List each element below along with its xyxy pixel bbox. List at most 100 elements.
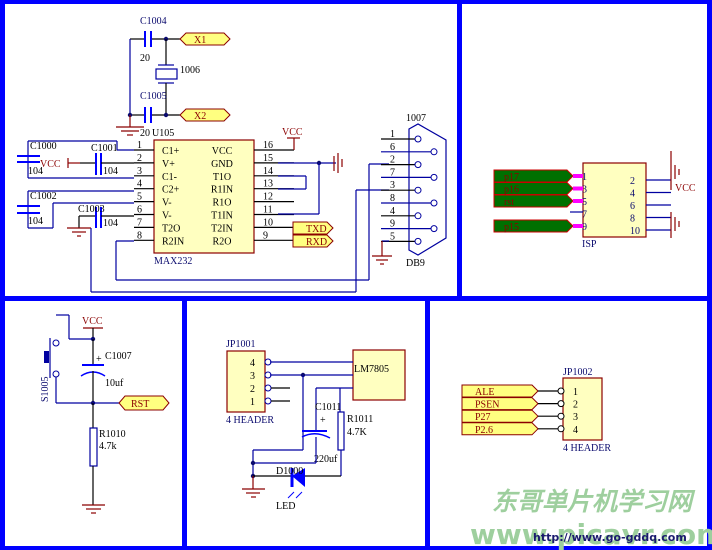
max232-pin-number: 6 <box>137 205 142 216</box>
max232-pin-number: 16 <box>263 140 273 151</box>
isp-port-label: rst <box>504 197 514 208</box>
max232-pin-number: 8 <box>137 230 142 241</box>
c1007-polarity: + <box>96 354 102 365</box>
port-x1-label: X1 <box>194 35 206 46</box>
crystal-circuit: C1004 20 1006 C1005 20 U105 X1 X2 <box>116 16 231 139</box>
max232-pin-name: V- <box>162 198 172 209</box>
max232-pin-name: T1O <box>213 172 231 183</box>
max232-pin-name: C2+ <box>162 185 180 196</box>
lm7805-chip <box>352 349 406 401</box>
max232-pin-number: 12 <box>263 192 273 203</box>
max232-pin-number: 1 <box>137 140 142 151</box>
isp-pin-number: 8 <box>630 214 635 225</box>
r1011-value: 4.7K <box>347 427 368 438</box>
port-rxd <box>292 234 334 248</box>
crystal-body <box>155 68 178 80</box>
c1007-ref: C1007 <box>105 351 132 362</box>
isp-vcc-label: VCC <box>675 183 696 194</box>
max232-pin-number: 14 <box>263 166 273 177</box>
jp1002-pin-number: 1 <box>573 387 578 398</box>
isp-pin-number: 1 <box>582 172 587 183</box>
max232-pin-name: T2O <box>162 223 180 234</box>
isp-port-label: p16 <box>504 185 519 196</box>
db9-pin-number: 6 <box>390 142 395 153</box>
watermark: 东哥单片机学习网 www.picavr.com http://www.go-gd… <box>470 487 712 550</box>
max232-pin-number: 10 <box>263 217 273 228</box>
watermark-title: 东哥单片机学习网 <box>492 487 696 516</box>
db9-pin-number: 9 <box>390 219 395 230</box>
c1011-ref: C1011 <box>315 402 341 413</box>
c1000-ref: C1000 <box>30 141 57 152</box>
c1007-value: 10uf <box>105 378 124 389</box>
isp-port-label: p15 <box>504 222 519 233</box>
max232-pin-number: 2 <box>137 153 142 164</box>
max232-pin-name: R1O <box>213 198 232 209</box>
port-txd <box>292 221 334 235</box>
jp1001-pin-number: 1 <box>250 397 255 408</box>
r1010-value: 4.7k <box>99 441 117 452</box>
max232-pin-number: 15 <box>263 153 273 164</box>
r1011-ref: R1011 <box>347 414 373 425</box>
jp1002-port-label: ALE <box>475 387 494 398</box>
db9-pin-number: 8 <box>390 193 395 204</box>
jp1001-body <box>226 350 266 413</box>
jp1001-pin-number: 2 <box>250 384 255 395</box>
reset-vcc-label: VCC <box>82 316 103 327</box>
watermark-url: http://www.go-gddq.com <box>533 531 687 544</box>
jp1002-port-ALE <box>461 384 539 398</box>
lm7805-part: LM7805 <box>354 364 389 375</box>
max232-pin-number: 7 <box>137 217 142 228</box>
max232-part: MAX232 <box>154 256 192 267</box>
db9-ref: 1007 <box>406 113 426 124</box>
max232-pin-number: 3 <box>137 166 142 177</box>
r1010-body <box>89 427 98 467</box>
jp1002-port-PSEN <box>461 397 539 411</box>
max232-pin-name: GND <box>211 159 233 170</box>
isp-port-p16 <box>493 182 574 195</box>
isp-chip <box>582 162 647 238</box>
c1005-value: 20 <box>140 128 150 139</box>
c1001-ref: C1001 <box>91 143 118 154</box>
db9-pin-number: 5 <box>390 231 395 242</box>
max232-pin-name: V- <box>162 211 172 222</box>
c1001-vcc-label: VCC <box>40 159 61 170</box>
jp1001-part: 4 HEADER <box>226 415 274 426</box>
port-rst <box>118 395 170 411</box>
jp1002-body <box>562 377 603 441</box>
c1011-value: 220uf <box>314 454 338 465</box>
max232-ref: U105 <box>152 128 174 139</box>
max232-pin-number: 5 <box>137 192 142 203</box>
c1000-value: 104 <box>28 166 43 177</box>
c1001-value: 104 <box>103 166 118 177</box>
jp1002-port-label: PSEN <box>475 400 499 411</box>
max232-pin-number: 4 <box>137 179 142 190</box>
max232-pin-name: R2IN <box>162 236 184 247</box>
c1002-ref: C1002 <box>30 191 57 202</box>
db9-pin-number: 2 <box>390 155 395 166</box>
c1003-value: 104 <box>103 218 118 229</box>
isp-pin-number: 3 <box>582 185 587 196</box>
c1004-value: 20 <box>140 53 150 64</box>
port-rxd-label: RXD <box>306 237 327 248</box>
db9-pin-number: 3 <box>390 180 395 191</box>
isp-port-label: p17 <box>504 172 519 183</box>
c1005-ref: C1005 <box>140 91 167 102</box>
switch-ref: S1005 <box>40 376 51 402</box>
max232-pin-name: R2O <box>213 236 232 247</box>
c1011-polarity: + <box>320 415 326 426</box>
port-rst-label: RST <box>131 399 149 410</box>
max232-pin-name: V+ <box>162 159 175 170</box>
c1002-value: 104 <box>28 216 43 227</box>
jp1002-port-P2.6 <box>461 422 539 436</box>
max232-pin-name: C1- <box>162 172 177 183</box>
db9-pin-number: 4 <box>390 206 395 217</box>
isp-pin-number: 7 <box>582 210 587 221</box>
crystal-ref: 1006 <box>180 65 200 76</box>
isp-port-p15 <box>493 219 574 233</box>
